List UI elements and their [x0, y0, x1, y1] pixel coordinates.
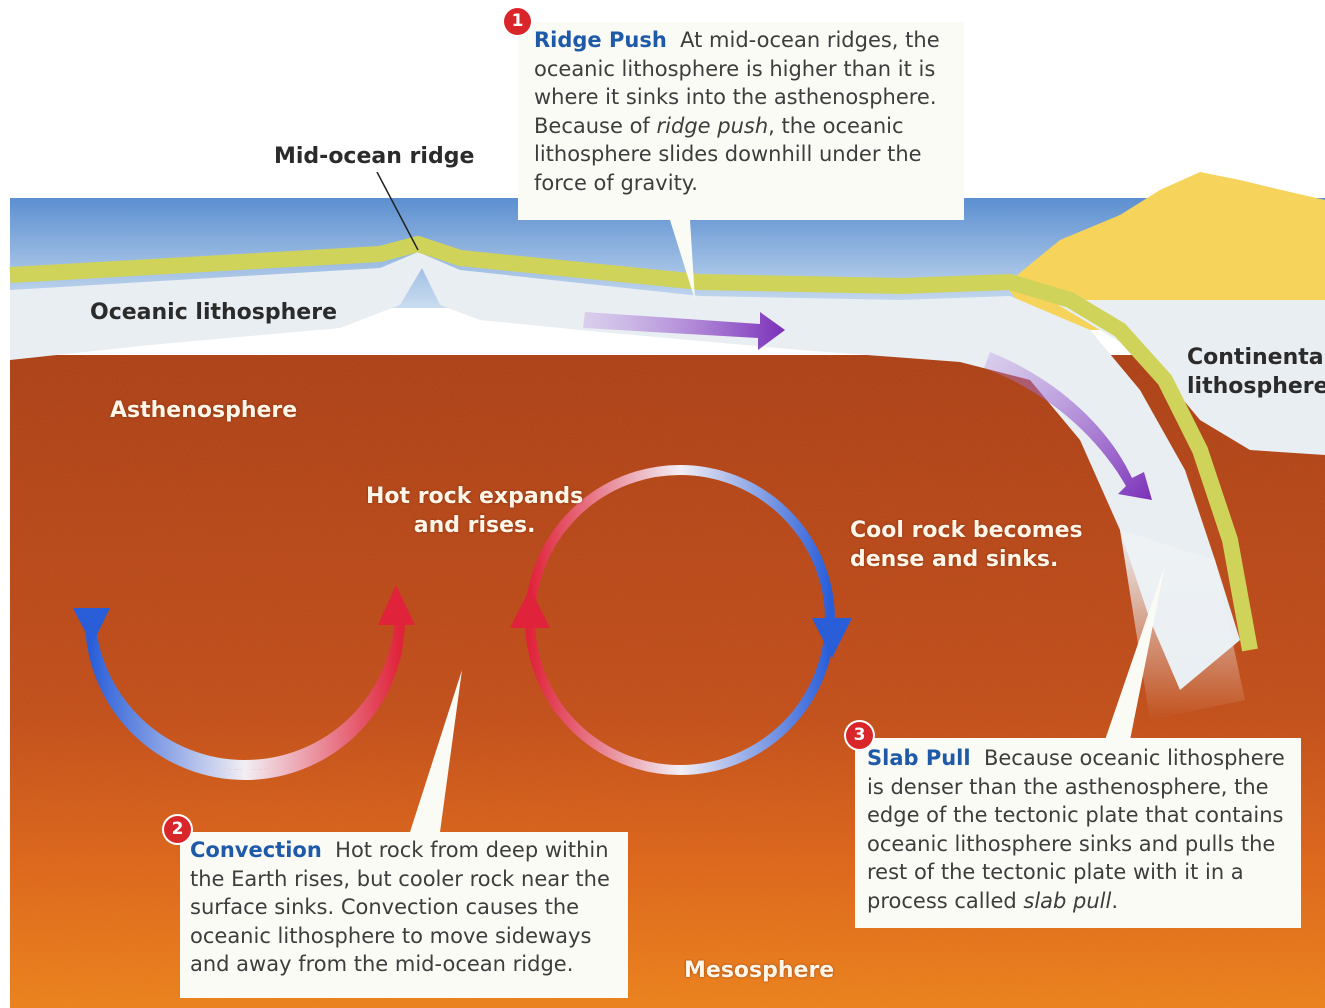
cool-rock-label-line2: dense and sinks.: [850, 545, 1083, 574]
slab-pull-italic: slab pull: [1023, 889, 1111, 913]
ridge-push-callout: Ridge Push At mid-ocean ridges, the ocea…: [518, 22, 964, 220]
hot-rock-label-line1: Hot rock expands: [366, 482, 583, 511]
continental-label-line1: Continental: [1187, 343, 1325, 372]
slab-pull-callout: Slab Pull Because oceanic lithosphere is…: [855, 738, 1301, 928]
hot-rock-label-line2: and rises.: [366, 511, 583, 540]
slab-pull-body-end: .: [1111, 889, 1118, 913]
convection-number-badge: 2: [164, 816, 191, 843]
ridge-push-italic: ridge push: [657, 114, 769, 138]
asthenosphere-label: Asthenosphere: [110, 396, 297, 425]
cool-rock-label: Cool rock becomes dense and sinks.: [850, 516, 1083, 574]
mid-ocean-ridge-label: Mid-ocean ridge: [274, 142, 474, 171]
ridge-push-text: At mid-ocean ridges, the oceanic lithosp…: [534, 28, 940, 195]
slab-pull-number-badge: 3: [846, 722, 873, 749]
ridge-push-number-badge: 1: [504, 8, 531, 35]
hot-rock-label: Hot rock expands and rises.: [366, 482, 583, 540]
slab-pull-heading: Slab Pull: [867, 746, 971, 770]
convection-callout: Convection Hot rock from deep within the…: [180, 832, 628, 998]
slab-pull-text: Because oceanic lithosphere is denser th…: [867, 746, 1285, 913]
oceanic-lithosphere-label: Oceanic lithosphere: [90, 298, 337, 327]
cool-rock-label-line1: Cool rock becomes: [850, 516, 1083, 545]
convection-heading: Convection: [190, 838, 322, 862]
continental-label-line2: lithosphere: [1187, 372, 1325, 401]
continental-lithosphere-label: Continental lithosphere: [1187, 343, 1325, 401]
ridge-push-heading: Ridge Push: [534, 28, 667, 52]
mesosphere-label: Mesosphere: [684, 956, 834, 985]
